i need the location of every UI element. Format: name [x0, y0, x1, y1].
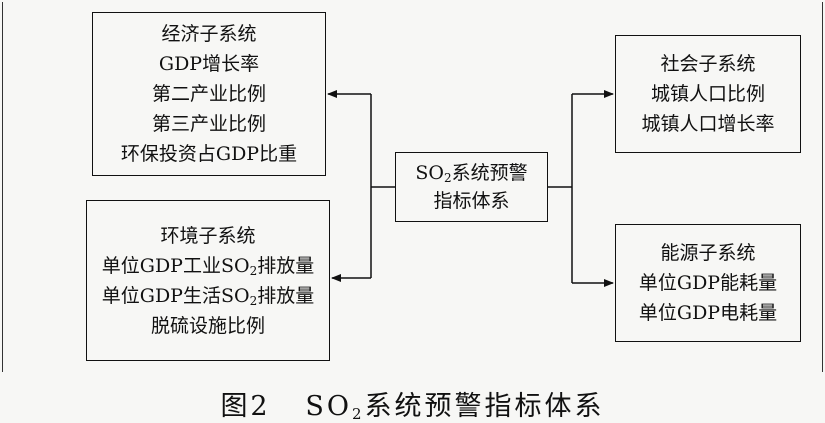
society-line-2: 城镇人口比例	[650, 83, 765, 105]
society-subsystem-box: 社会子系统 城镇人口比例 城镇人口增长率	[615, 35, 801, 153]
center-system-box: SO2系统预警 指标体系	[395, 152, 548, 222]
economy-line-4: 第三产业比例	[151, 113, 266, 135]
caption-text: SO2系统预警指标体系	[305, 391, 605, 423]
economy-line-1: 经济子系统	[161, 23, 257, 45]
economy-line-2: GDP增长率	[158, 53, 260, 75]
caption-label: 图2	[220, 391, 271, 422]
economy-line-5: 环保投资占GDP比重	[120, 143, 298, 165]
energy-line-2: 单位GDP能耗量	[638, 272, 778, 294]
figure-caption: 图2 SO2系统预警指标体系	[0, 384, 825, 423]
figure-frame	[2, 2, 823, 372]
society-line-3: 城镇人口增长率	[641, 113, 775, 135]
economy-subsystem-box: 经济子系统 GDP增长率 第二产业比例 第三产业比例 环保投资占GDP比重	[92, 12, 326, 176]
energy-subsystem-box: 能源子系统 单位GDP能耗量 单位GDP电耗量	[615, 224, 801, 342]
environment-title: 环境子系统	[160, 224, 256, 247]
energy-line-1: 能源子系统	[660, 242, 756, 264]
environment-subsystem-box: 环境子系统 单位GDP工业SO2排放量 单位GDP生活SO2排放量 脱硫设施比例	[86, 200, 330, 361]
environment-line-2: 单位GDP工业SO2排放量	[101, 254, 315, 278]
environment-line-4: 脱硫设施比例	[150, 314, 265, 337]
society-line-1: 社会子系统	[660, 53, 756, 75]
environment-line-3: 单位GDP生活SO2排放量	[101, 284, 315, 308]
center-line-2: 指标体系	[433, 190, 510, 212]
center-line-1: SO2系统预警	[415, 162, 528, 185]
economy-line-3: 第二产业比例	[151, 83, 266, 105]
energy-line-3: 单位GDP电耗量	[638, 302, 778, 324]
